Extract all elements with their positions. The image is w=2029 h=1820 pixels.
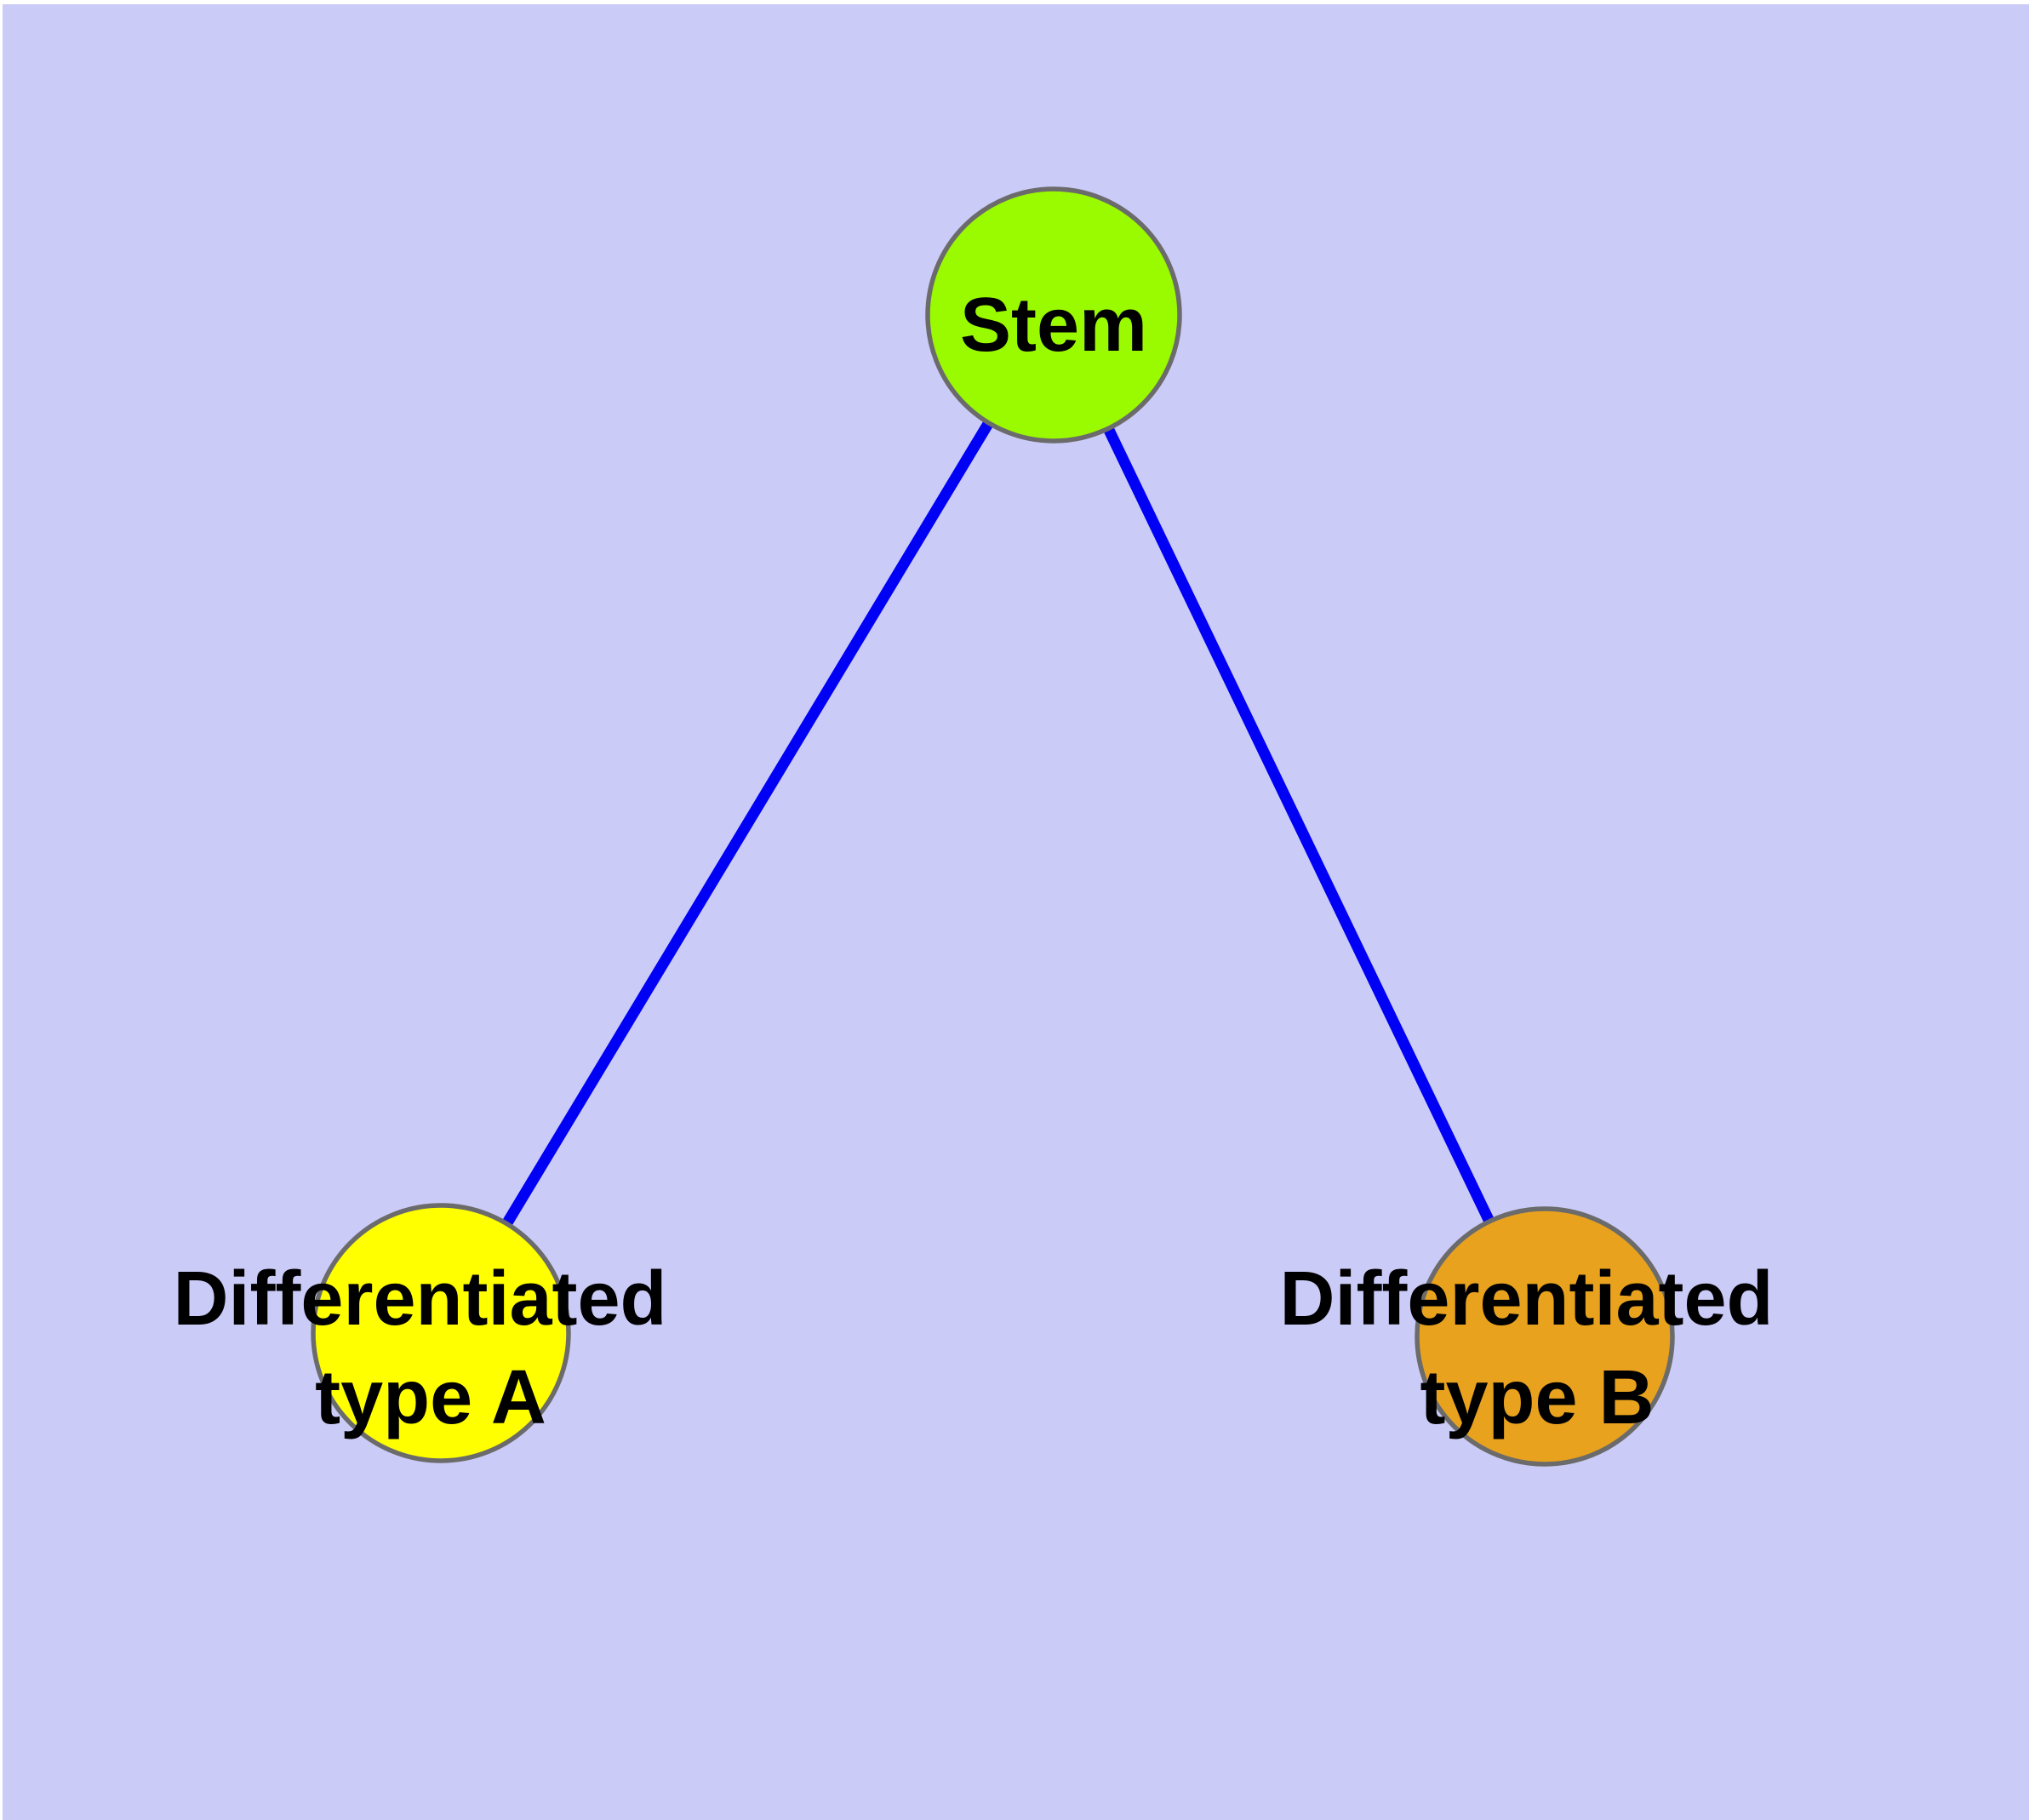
node-stem-label-line: Stem [960,283,1147,368]
node-differentiated-type-b-label: Differentiated type B [1279,1256,1794,1440]
node-differentiated-type-a-label-line2: type A [315,1355,546,1440]
node-stem-label: Stem [960,283,1147,368]
node-differentiated-type-b [1415,1206,1675,1467]
node-differentiated-type-a [311,1203,571,1463]
node-differentiated-type-a-label: Differentiated type A [173,1256,688,1440]
edge-stem-to-type-a [436,312,1059,1336]
edge-stem-to-type-b [1049,312,1550,1339]
node-differentiated-type-a-label-line1: Differentiated [173,1256,666,1342]
node-differentiated-type-b-label-line2: type B [1420,1355,1654,1440]
node-differentiated-type-b-label-line1: Differentiated [1279,1256,1773,1342]
node-stem [925,186,1182,444]
